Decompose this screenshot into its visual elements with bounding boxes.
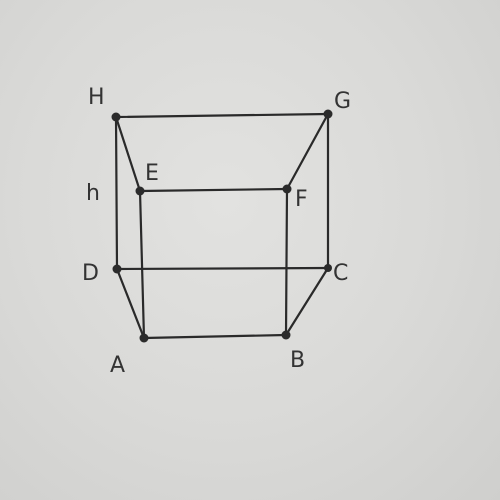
- vertex-e: [135, 186, 145, 196]
- label-a: A: [110, 353, 125, 378]
- label-f: F: [295, 187, 308, 212]
- vertex-f: [282, 184, 292, 194]
- vertex-h: [111, 112, 121, 122]
- vertex-b: [281, 330, 291, 340]
- vertex-a: [139, 333, 149, 343]
- label-b: B: [290, 348, 305, 373]
- label-g: G: [334, 89, 351, 114]
- edge-fb: [284, 187, 289, 337]
- edge-cb: [284, 266, 330, 337]
- label-height-h: h: [86, 181, 100, 206]
- label-h: H: [88, 85, 105, 110]
- edge-da: [115, 267, 146, 340]
- vertex-c: [324, 264, 332, 272]
- label-e: E: [145, 161, 159, 186]
- edge-dc: [115, 266, 330, 271]
- edge-ab: [142, 333, 288, 340]
- edge-ea: [138, 189, 146, 340]
- label-d: D: [82, 261, 99, 286]
- label-c: C: [333, 261, 348, 286]
- edge-ef: [138, 187, 289, 193]
- edge-he: [114, 115, 142, 193]
- vertex-g: [323, 109, 333, 119]
- edge-hd: [114, 115, 119, 271]
- edge-gf: [285, 112, 330, 191]
- vertex-d: [112, 264, 122, 274]
- edge-hg: [114, 112, 330, 119]
